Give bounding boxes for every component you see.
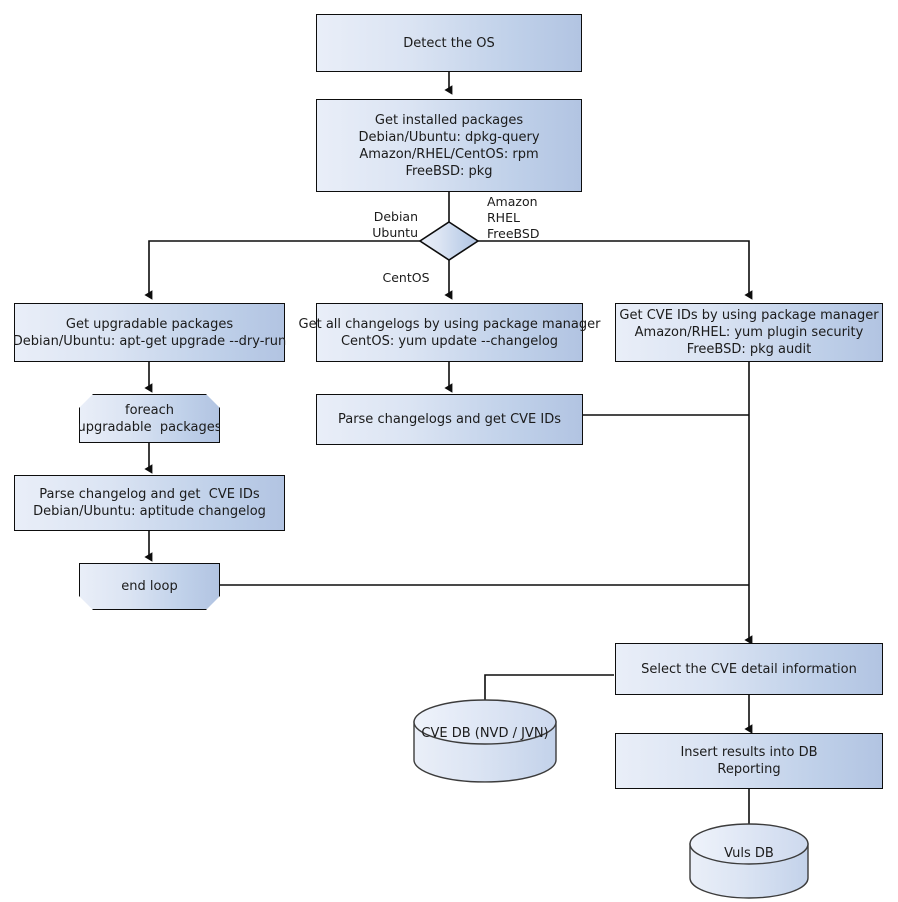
edge-label-debian-ubuntu: Debian Ubuntu <box>372 209 418 240</box>
node-select-cve-detail-label: Select the CVE detail information <box>641 661 857 677</box>
cve-db-shape <box>413 699 557 783</box>
node-cve-db-label: CVE DB (NVD / JVN) <box>421 726 549 741</box>
node-get-upgradable-packages[interactable]: Get upgradable packages Debian/Ubuntu: a… <box>12 303 287 362</box>
node-end-loop-label: end loop <box>121 579 178 594</box>
node-insert-results-label: Insert results into DB Reporting <box>680 745 818 777</box>
node-parse-changelog-single-label: Parse changelog and get CVE IDs Debian/U… <box>33 487 266 519</box>
node-get-cve-ids-package-manager-label: Get CVE IDs by using package manager Ama… <box>619 308 879 357</box>
edge-label-amazon-rhel-freebsd: Amazon RHEL FreeBSD <box>487 194 540 241</box>
node-vuls-db-label: Vuls DB <box>724 846 774 861</box>
node-get-all-changelogs-label: Get all changelogs by using package mana… <box>298 316 601 349</box>
node-parse-changelogs-multi[interactable]: Parse changelogs and get CVE IDs <box>316 394 583 445</box>
node-get-installed-packages-label: Get installed packages Debian/Ubuntu: dp… <box>358 112 540 179</box>
node-get-installed-packages[interactable]: Get installed packages Debian/Ubuntu: dp… <box>316 99 582 192</box>
node-foreach-loop-start-label: foreach upgradable packages <box>77 402 222 435</box>
node-get-all-changelogs[interactable]: Get all changelogs by using package mana… <box>299 303 600 362</box>
node-parse-changelogs-multi-label: Parse changelogs and get CVE IDs <box>337 412 562 427</box>
node-insert-results[interactable]: Insert results into DB Reporting <box>615 733 883 789</box>
edge-label-centos: CentOS <box>382 270 430 285</box>
node-parse-changelog-single[interactable]: Parse changelog and get CVE IDs Debian/U… <box>14 475 285 531</box>
node-get-upgradable-packages-label: Get upgradable packages Debian/Ubuntu: a… <box>12 316 287 349</box>
node-foreach-loop-start[interactable]: foreach upgradable packages <box>79 394 220 443</box>
node-end-loop[interactable]: end loop <box>79 563 220 610</box>
os-decision-diamond <box>418 221 480 261</box>
node-detect-os[interactable]: Detect the OS <box>316 14 582 72</box>
node-detect-os-label: Detect the OS <box>403 35 495 51</box>
node-select-cve-detail[interactable]: Select the CVE detail information <box>615 643 883 695</box>
node-get-cve-ids-package-manager[interactable]: Get CVE IDs by using package manager Ama… <box>615 303 883 362</box>
vuls-db-shape <box>689 823 809 899</box>
